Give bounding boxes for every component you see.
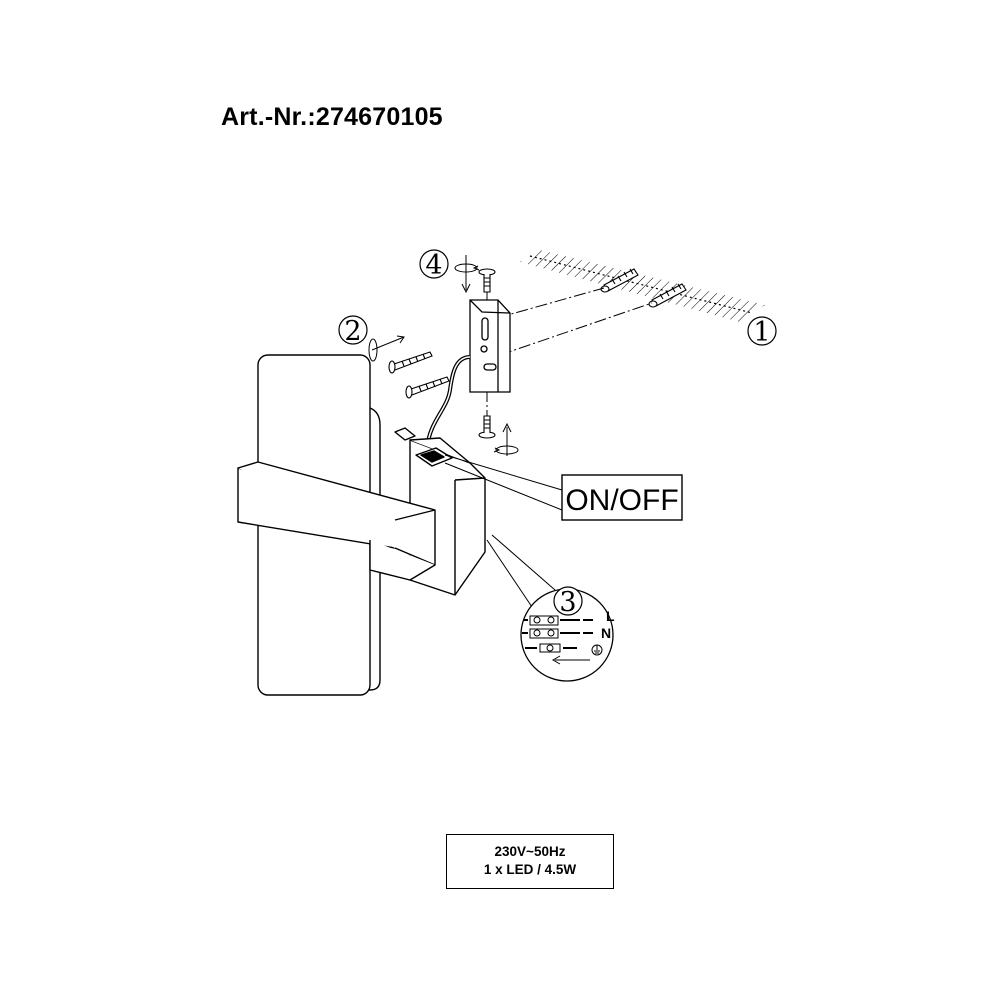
wall-hatched bbox=[520, 250, 765, 322]
article-number: Art.-Nr.:274670105 bbox=[221, 103, 443, 131]
switch-label: ON/OFF bbox=[565, 484, 678, 517]
lamp-spec: 1 x LED / 4.5W bbox=[483, 862, 577, 877]
step-callout-2: 2 bbox=[338, 315, 368, 347]
alignment-lines bbox=[486, 287, 653, 420]
wire-live-label: L bbox=[606, 608, 615, 624]
step-callout-1: 1 bbox=[747, 316, 777, 348]
svg-text:2: 2 bbox=[344, 316, 361, 347]
svg-text:4: 4 bbox=[425, 250, 442, 281]
voltage-spec: 230V~50Hz bbox=[494, 844, 566, 859]
svg-text:1: 1 bbox=[753, 317, 770, 348]
mounting-bracket bbox=[469, 299, 511, 393]
screw-icon bbox=[478, 268, 496, 439]
step-callout-4: 4 bbox=[419, 249, 449, 281]
wire-neutral-label: N bbox=[601, 625, 611, 641]
switch-leader bbox=[444, 454, 563, 511]
switch-label-box bbox=[561, 474, 683, 521]
power-cable bbox=[425, 355, 471, 449]
specification-box: 230V~50Hz 1 x LED / 4.5W bbox=[446, 834, 614, 889]
wall-lamp bbox=[237, 354, 486, 696]
step-callout-3: 3 bbox=[553, 586, 583, 618]
wiring-leader bbox=[486, 534, 556, 608]
wiring-detail bbox=[520, 588, 614, 682]
wood-screw-icon bbox=[388, 351, 450, 399]
rotation-arrow-icon bbox=[368, 255, 519, 456]
wall-plug-icon bbox=[600, 268, 687, 308]
svg-text:3: 3 bbox=[559, 587, 576, 618]
